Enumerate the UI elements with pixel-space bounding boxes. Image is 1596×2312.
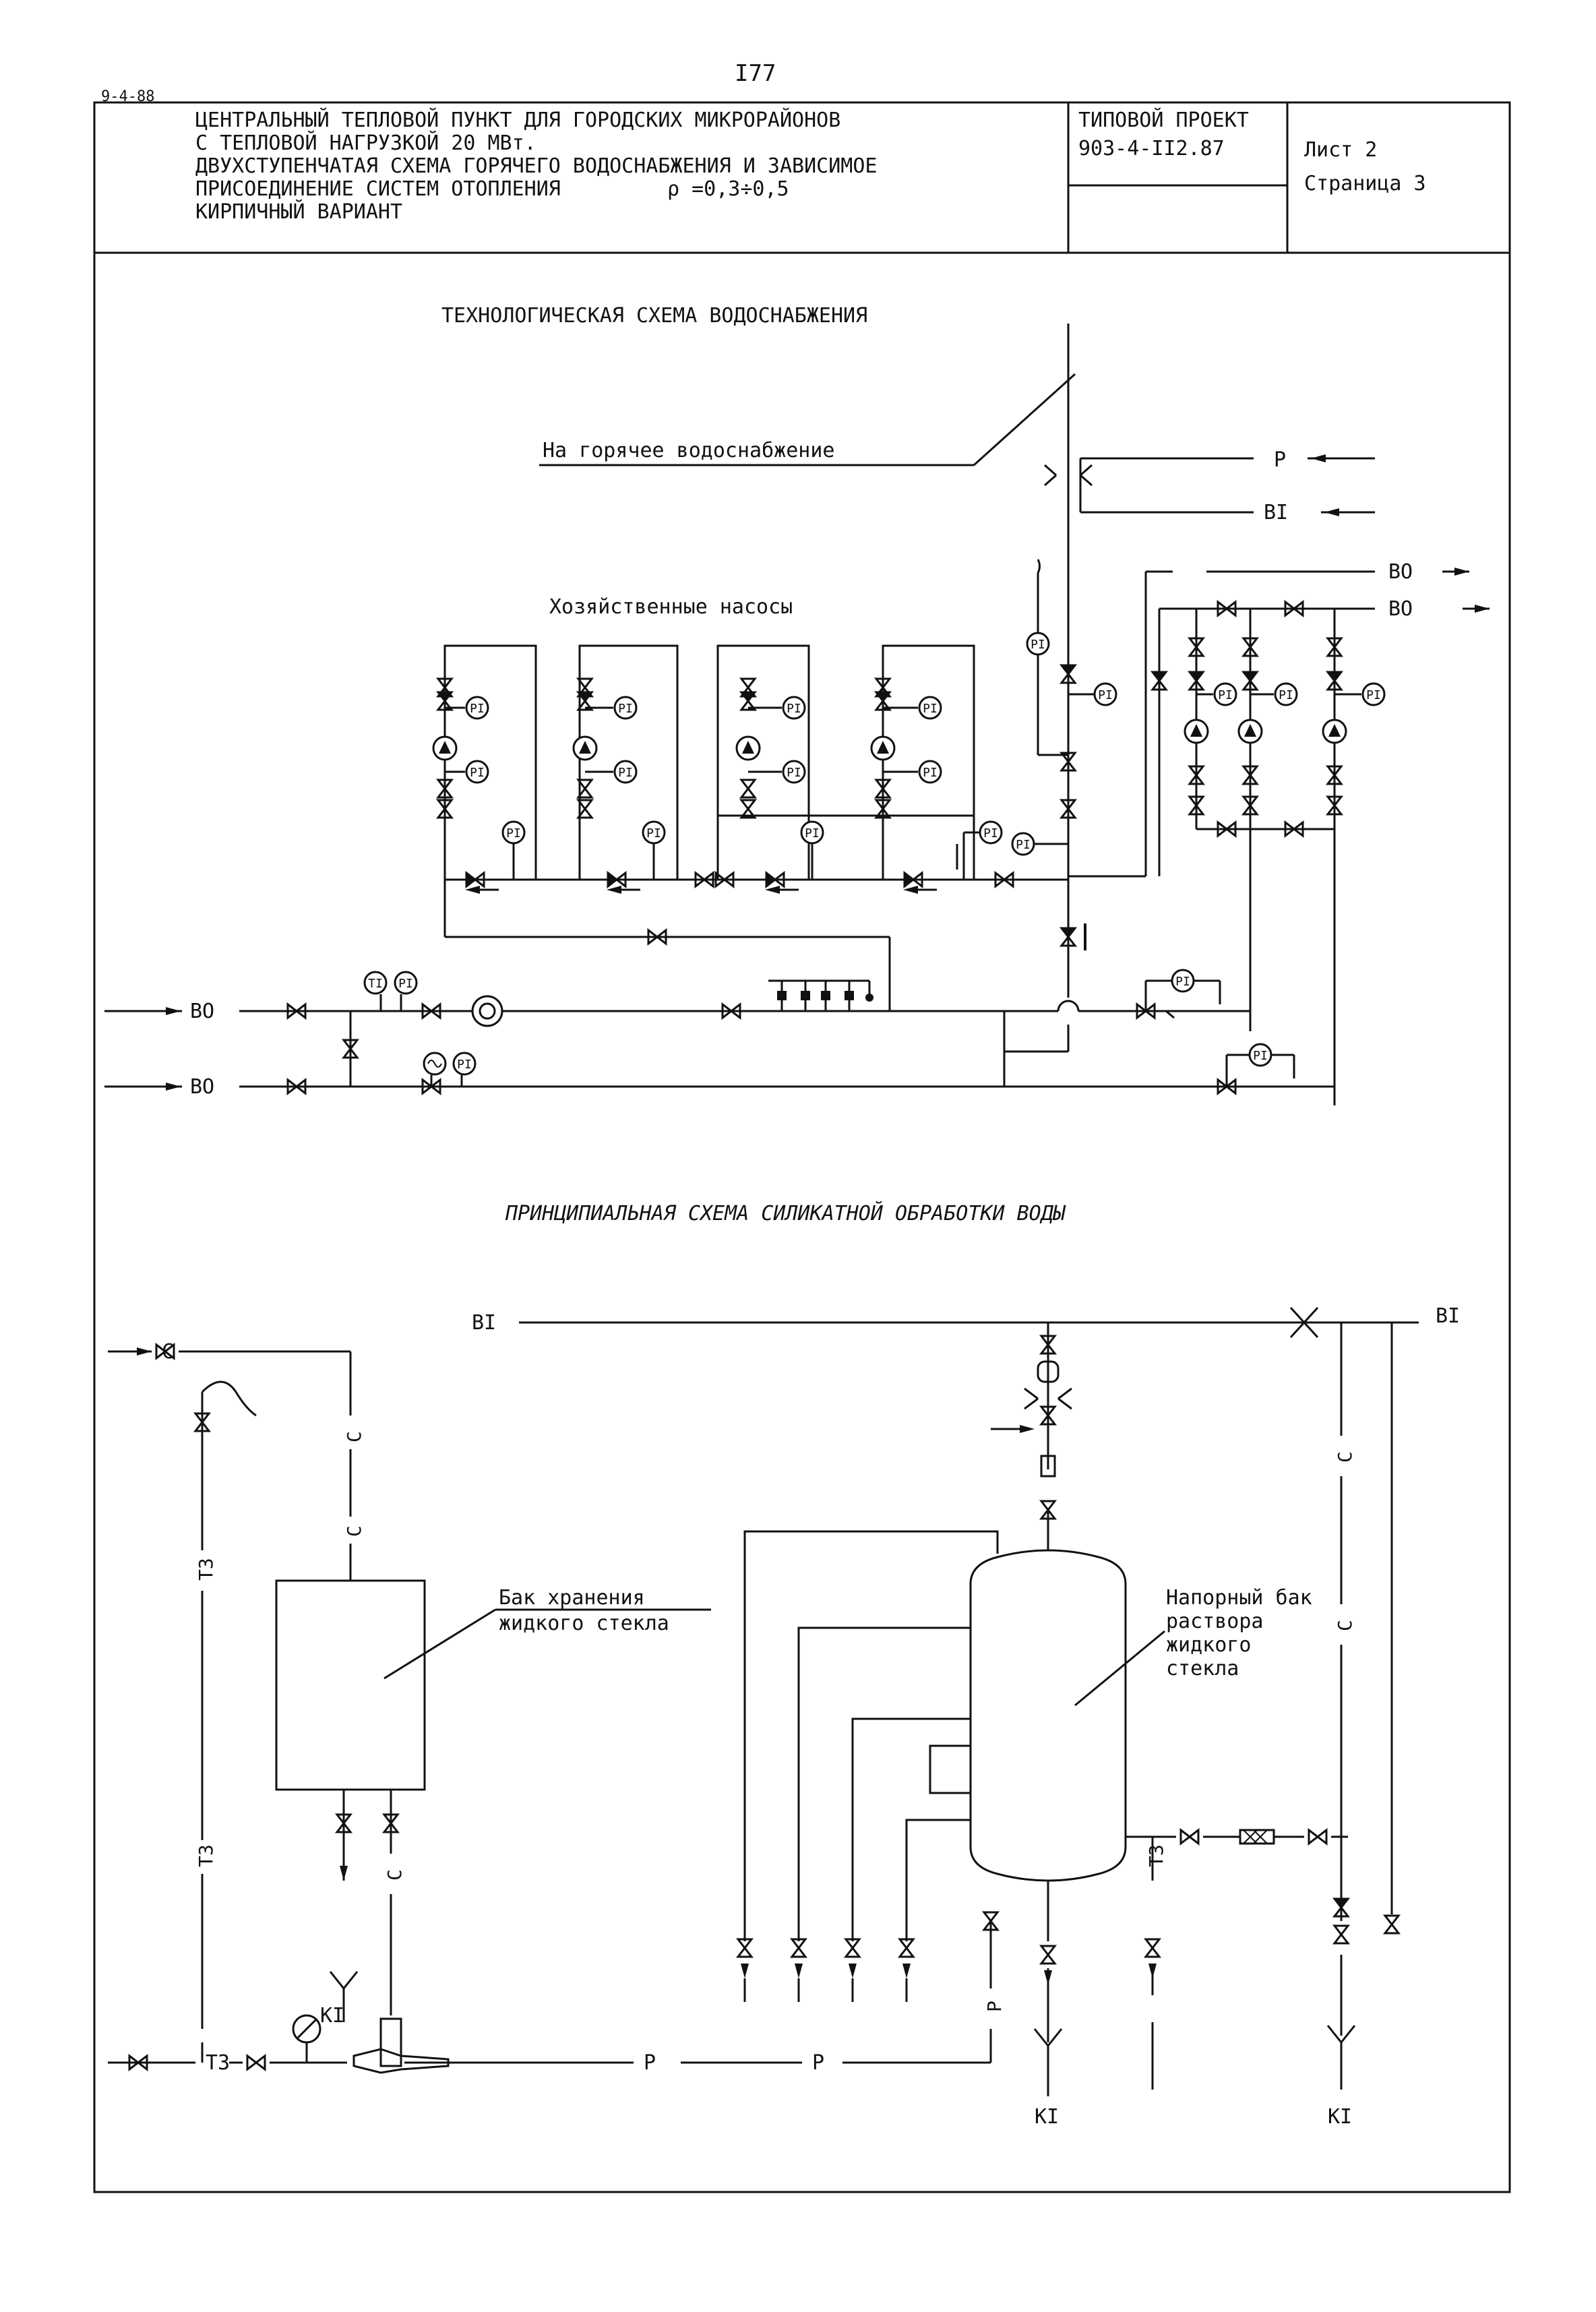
title-block: ЦЕНТРАЛЬНЫЙ ТЕПЛОВОЙ ПУНКТ ДЛЯ ГОРОДСКИХ… bbox=[195, 108, 1426, 224]
hot-supply-label: На горячее водоснабжение bbox=[543, 439, 834, 462]
svg-text:PI: PI bbox=[618, 702, 633, 716]
label-b1-right: ВI bbox=[1436, 1304, 1460, 1328]
silicate-storage-branch bbox=[108, 1350, 992, 2064]
label-b1-top: ВI bbox=[1264, 501, 1288, 524]
circulation-pumps bbox=[1195, 609, 1336, 1105]
b0-return-right bbox=[1068, 570, 1375, 878]
pressure-tank-label-1: Напорный бак bbox=[1166, 1586, 1312, 1610]
scheme2-title: ПРИНЦИПИАЛЬНАЯ СХЕМА СИЛИКАТНОЙ ОБРАБОТК… bbox=[505, 1201, 1066, 1225]
label-p-vert: Р bbox=[983, 2001, 1006, 2012]
pressure-tank-label-4: стекла bbox=[1166, 1657, 1239, 1680]
ejector bbox=[352, 2017, 450, 2074]
label-t3-bottom: Т3 bbox=[206, 2051, 230, 2075]
storage-tank-label-2: жидкого стекла bbox=[499, 1612, 669, 1635]
title-line-2: С ТЕПЛОВОЙ НАГРУЗКОЙ 20 МВт. bbox=[195, 131, 536, 155]
right-c-branch bbox=[1326, 1322, 1393, 2090]
svg-text:TI: TI bbox=[368, 977, 383, 991]
label-b0-left-2: ВО bbox=[190, 1075, 214, 1099]
title-line-3: ДВУХСТУПЕНЧАТАЯ СХЕМА ГОРЯЧЕГО ВОДОСНАБЖ… bbox=[195, 154, 877, 178]
label-k1-left: КI bbox=[320, 2004, 344, 2028]
label-b1-left: ВI bbox=[472, 1311, 496, 1335]
svg-text:PI: PI bbox=[470, 702, 485, 716]
label-c-right-1: С bbox=[1334, 1451, 1356, 1463]
label-t3-vert-2: Т3 bbox=[195, 1844, 217, 1867]
svg-text:PI: PI bbox=[1366, 688, 1381, 702]
project-label: ТИПОВОЙ ПРОЕКТ bbox=[1078, 108, 1249, 132]
svg-text:PI: PI bbox=[1253, 1049, 1268, 1063]
svg-text:PI: PI bbox=[787, 766, 801, 780]
svg-text:PI: PI bbox=[1016, 838, 1031, 852]
svg-text:PI: PI bbox=[1279, 688, 1293, 702]
svg-text:PI: PI bbox=[923, 702, 938, 716]
label-p-bottom-1: Р bbox=[644, 2051, 656, 2075]
svg-text:PI: PI bbox=[1098, 688, 1113, 702]
label-p-bottom-2: Р bbox=[812, 2051, 824, 2075]
label-p-top: Р bbox=[1274, 448, 1286, 472]
svg-text:PI: PI bbox=[805, 826, 820, 841]
svg-text:PI: PI bbox=[506, 826, 521, 841]
svg-text:PI: PI bbox=[1218, 688, 1233, 702]
label-k1-right: КI bbox=[1328, 2105, 1352, 2129]
domestic-pumps bbox=[443, 644, 1068, 1011]
title-rho: ρ =0,3÷0,5 bbox=[667, 177, 789, 201]
sheet-number: Лист 2 bbox=[1304, 138, 1377, 162]
label-k1-mid: КI bbox=[1035, 2105, 1059, 2129]
sheet-frame bbox=[93, 101, 1511, 2193]
svg-text:PI: PI bbox=[457, 1058, 472, 1072]
title-line-4: ПРИСОЕДИНЕНИЕ СИСТЕМ ОТОПЛЕНИЯ bbox=[195, 177, 561, 201]
pressure-tank-label-3: жидкого bbox=[1166, 1633, 1251, 1657]
b0-supply-left bbox=[104, 971, 1334, 1088]
page-code: 9-4-88 bbox=[101, 88, 154, 105]
label-c-vert-2: С bbox=[343, 1525, 365, 1537]
page-number: I77 bbox=[735, 60, 776, 87]
label-c-left: С bbox=[162, 1340, 174, 1364]
svg-text:PI: PI bbox=[470, 766, 485, 780]
label-b0-left-1: ВО bbox=[190, 1000, 214, 1023]
svg-text:PI: PI bbox=[646, 826, 661, 841]
label-t3-mid: Т3 bbox=[1145, 1844, 1167, 1867]
title-line-5: КИРПИЧНЫЙ ВАРИАНТ bbox=[195, 200, 402, 224]
pressure-tank bbox=[929, 1322, 1127, 1882]
label-t3-vert-1: Т3 bbox=[195, 1558, 217, 1581]
project-number: 903-4-II2.87 bbox=[1078, 137, 1225, 160]
title-line-1: ЦЕНТРАЛЬНЫЙ ТЕПЛОВОЙ ПУНКТ ДЛЯ ГОРОДСКИХ… bbox=[195, 108, 840, 132]
pumps-label: Хозяйственные насосы bbox=[549, 595, 793, 619]
svg-text:PI: PI bbox=[1031, 638, 1045, 652]
label-c-vert-1: С bbox=[343, 1431, 365, 1442]
svg-text:PI: PI bbox=[787, 702, 801, 716]
storage-tank-label-1: Бак хранения bbox=[499, 1586, 645, 1610]
label-b0-right-1: ВО bbox=[1388, 560, 1413, 584]
page-label: Страница 3 bbox=[1304, 172, 1426, 195]
scheme1-title: ТЕХНОЛОГИЧЕСКАЯ СХЕМА ВОДОСНАБЖЕНИЯ bbox=[441, 304, 867, 328]
label-b0-right-2: ВО bbox=[1388, 597, 1413, 621]
main-riser bbox=[1044, 324, 1375, 971]
svg-text:PI: PI bbox=[923, 766, 938, 780]
pressure-tank-label-2: раствора bbox=[1166, 1610, 1264, 1633]
svg-text:PI: PI bbox=[1175, 975, 1190, 989]
label-c-vert-3: С bbox=[383, 1869, 406, 1881]
b1-line bbox=[519, 1306, 1419, 1339]
svg-text:PI: PI bbox=[983, 826, 998, 841]
hot-supply-leader bbox=[539, 373, 1076, 466]
label-c-right-2: С bbox=[1334, 1620, 1356, 1631]
svg-text:PI: PI bbox=[618, 766, 633, 780]
svg-text:PI: PI bbox=[398, 977, 413, 991]
